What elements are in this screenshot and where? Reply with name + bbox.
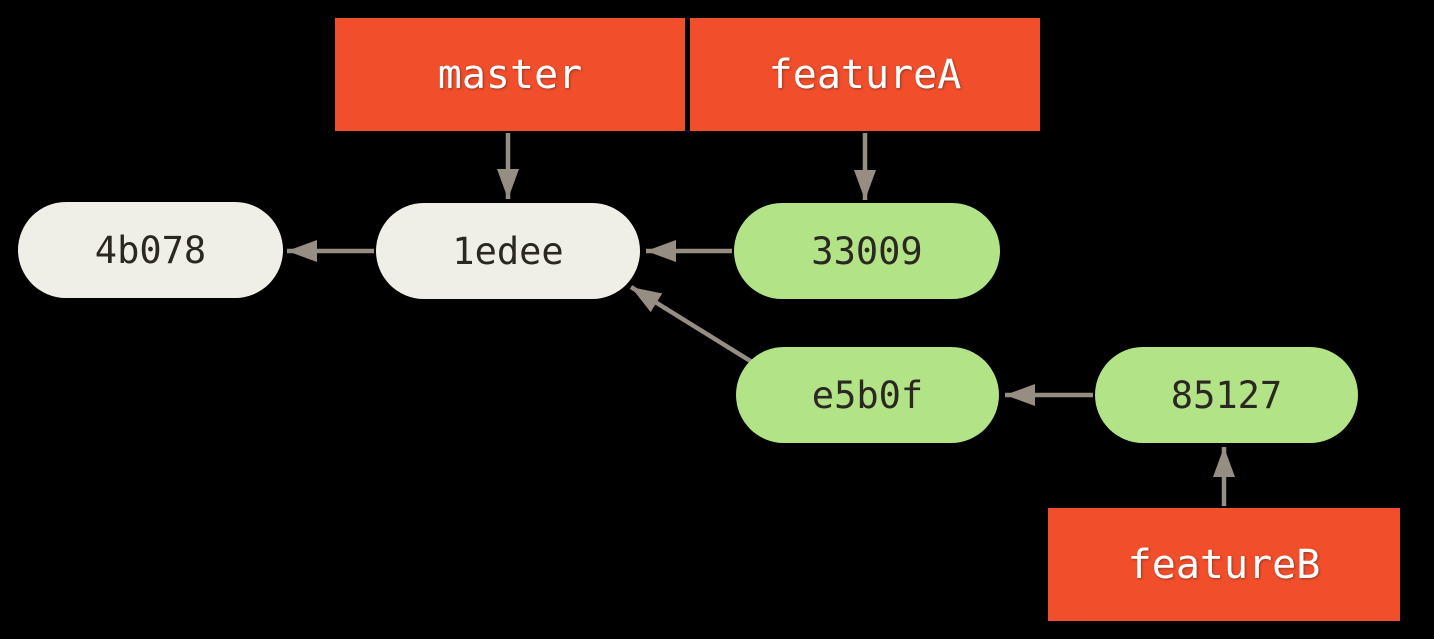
commit-node-85127-text: 85127 [1170, 373, 1283, 417]
branch-label-master-text: master [437, 51, 583, 98]
commit-node-4b078: 4b078 [18, 202, 283, 298]
branch-label-featureB-text: featureB [1127, 541, 1321, 588]
commit-node-1edee: 1edee [376, 203, 640, 299]
branch-label-featureA-text: featureA [768, 51, 962, 98]
commit-node-85127: 85127 [1095, 347, 1358, 443]
edge-e5b0f-to-1edee [629, 285, 754, 364]
commit-node-33009: 33009 [734, 203, 1000, 299]
branch-label-featureB: featureB [1048, 508, 1400, 621]
commit-node-e5b0f-text: e5b0f [811, 373, 924, 417]
commit-node-1edee-text: 1edee [452, 229, 564, 273]
branch-label-master: master [335, 18, 685, 131]
branch-label-featureA: featureA [690, 18, 1040, 131]
commit-node-e5b0f: e5b0f [736, 347, 999, 443]
commit-node-4b078-text: 4b078 [94, 228, 207, 272]
commit-node-33009-text: 33009 [811, 229, 923, 273]
